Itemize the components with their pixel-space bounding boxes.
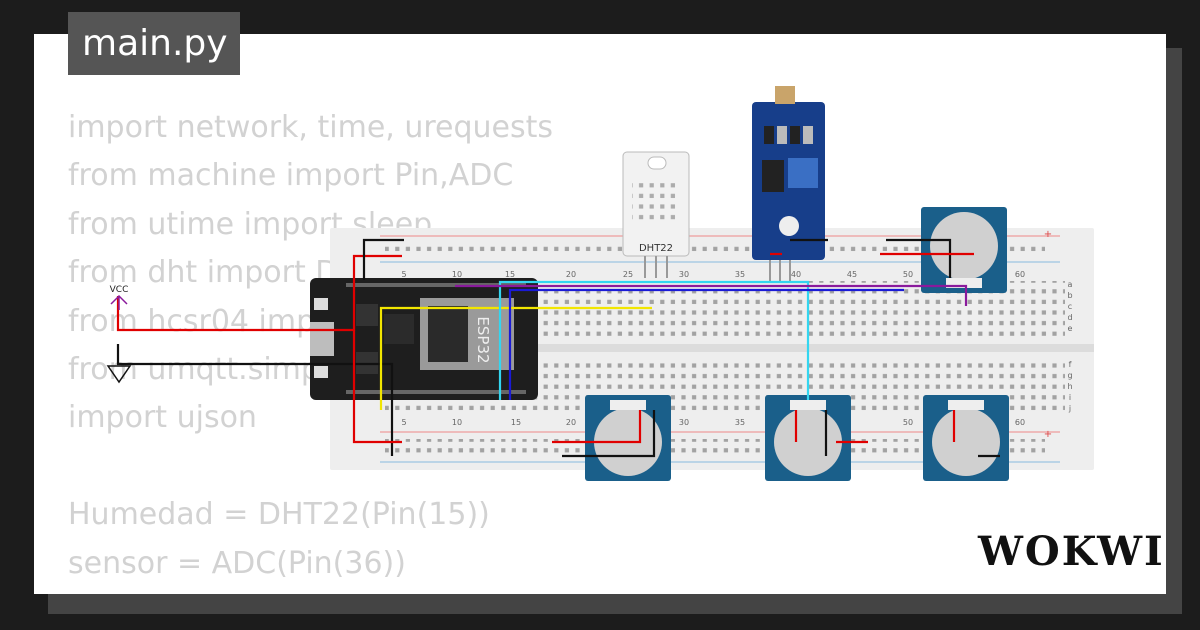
light-sensor-module (752, 86, 825, 282)
esp32-board: ESP32 (310, 278, 538, 400)
bb-number: 30 (679, 270, 689, 279)
bb-number: 20 (566, 270, 576, 279)
bb-number: 40 (791, 270, 801, 279)
bb-number: 60 (1015, 270, 1025, 279)
bb-number: 50 (903, 270, 913, 279)
bb-number: 60 (1015, 418, 1025, 427)
bb-number: 35 (735, 418, 745, 427)
bb-row-letter: g (1067, 371, 1072, 380)
wires (116, 238, 1000, 458)
bb-row-letter: e (1068, 324, 1073, 333)
bb-number: 30 (679, 418, 689, 427)
bb-number: 15 (511, 418, 521, 427)
potentiometer-4 (923, 395, 1009, 481)
bb-row-letter: a (1068, 280, 1073, 289)
bb-rail-plus: + (1044, 429, 1052, 440)
bb-row-letter: b (1067, 291, 1072, 300)
code-line: import network, time, urequests (68, 110, 554, 145)
bb-row-letter: d (1067, 313, 1072, 322)
file-tab[interactable]: main.py (68, 12, 240, 75)
vcc-label: VCC (110, 285, 129, 295)
bb-row-letter: h (1067, 382, 1072, 391)
bb-row-letter: f (1069, 360, 1072, 369)
bb-number: 5 (401, 270, 406, 279)
bb-number: 35 (735, 270, 745, 279)
bb-number: 10 (452, 270, 462, 279)
code-line: Humedad = DHT22(Pin(15)) (68, 497, 490, 533)
potentiometer-2 (585, 395, 671, 481)
bb-number: 25 (623, 270, 633, 279)
bb-number: 50 (903, 418, 913, 427)
potentiometer-1 (921, 207, 1007, 293)
esp32-label: ESP32 (474, 316, 492, 363)
bb-row-letter: j (1068, 404, 1071, 413)
bb-row-letter: i (1069, 393, 1071, 402)
code-line: sensor = ADC(Pin(36)) (68, 545, 406, 581)
vcc-symbol: VCC (110, 285, 129, 310)
code-line: from machine import Pin,ADC (68, 158, 514, 194)
ground-symbol (106, 365, 132, 384)
wokwi-logo: WOKWI (978, 528, 1165, 575)
bb-number: 20 (566, 418, 576, 427)
bb-number: 45 (847, 270, 857, 279)
bb-row-letter: c (1068, 302, 1072, 311)
bb-number: 5 (401, 418, 406, 427)
potentiometer-3 (765, 395, 851, 481)
bb-number: 15 (505, 270, 515, 279)
dht22-label: DHT22 (639, 243, 673, 254)
dht22-sensor: DHT22 (622, 151, 690, 278)
code-line: import ujson (68, 400, 257, 436)
bb-rail-plus: + (1044, 229, 1052, 240)
bb-number: 10 (452, 418, 462, 427)
